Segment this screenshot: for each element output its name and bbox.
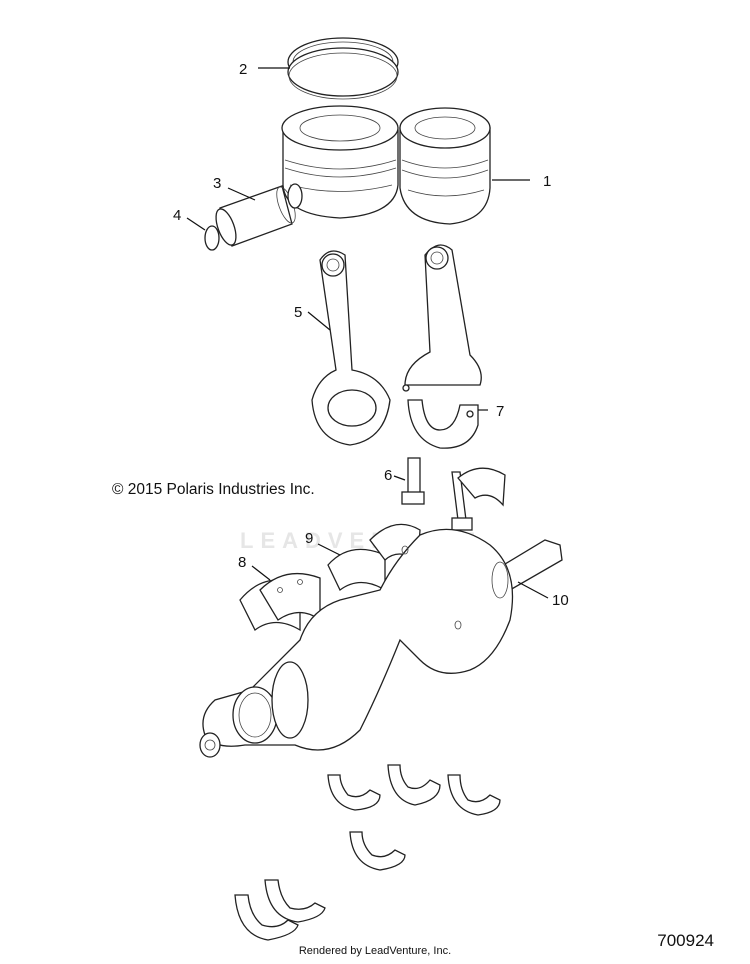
callout-5: 5 bbox=[294, 304, 302, 321]
main-bearing-lower-2[interactable] bbox=[387, 764, 441, 806]
rod-bolt-right[interactable] bbox=[451, 471, 473, 531]
circlip-right[interactable] bbox=[287, 183, 303, 209]
callout-6: 6 bbox=[384, 467, 392, 484]
leader-lines bbox=[186, 67, 549, 599]
circlip-left[interactable] bbox=[204, 225, 220, 251]
piston-right[interactable] bbox=[399, 107, 491, 225]
callout-labels: 2 1 3 4 5 7 6 8 9 10 bbox=[173, 61, 569, 609]
thrust-bearing[interactable] bbox=[239, 572, 321, 632]
callout-2: 2 bbox=[239, 61, 247, 78]
main-bearing-lower-1[interactable] bbox=[327, 774, 381, 811]
callout-8: 8 bbox=[238, 554, 246, 571]
callout-1: 1 bbox=[543, 173, 551, 190]
main-bearing-lower-3[interactable] bbox=[447, 774, 501, 816]
rod-bolt-left[interactable] bbox=[401, 457, 425, 505]
connecting-rod-right[interactable] bbox=[404, 244, 482, 386]
copyright-text: © 2015 Polaris Industries Inc. bbox=[112, 481, 315, 498]
main-bearing-lower-4[interactable] bbox=[349, 831, 406, 871]
callout-10: 10 bbox=[552, 592, 569, 609]
callout-4: 4 bbox=[173, 207, 181, 224]
rod-bearing-upper[interactable] bbox=[457, 467, 506, 507]
diagram-id: 700924 bbox=[657, 931, 714, 950]
callout-9: 9 bbox=[305, 530, 313, 547]
connecting-rod-left[interactable] bbox=[311, 250, 391, 446]
piston-pin[interactable] bbox=[212, 185, 299, 248]
piston-rings[interactable] bbox=[287, 37, 399, 100]
rod-cap[interactable] bbox=[402, 384, 479, 449]
callout-7: 7 bbox=[496, 403, 504, 420]
callout-3: 3 bbox=[213, 175, 221, 192]
thrust-bearing-lower[interactable] bbox=[234, 879, 326, 941]
rendered-by-text: Rendered by LeadVenture, Inc. bbox=[298, 945, 452, 957]
crankshaft[interactable] bbox=[199, 528, 563, 758]
piston-left[interactable] bbox=[281, 105, 399, 219]
